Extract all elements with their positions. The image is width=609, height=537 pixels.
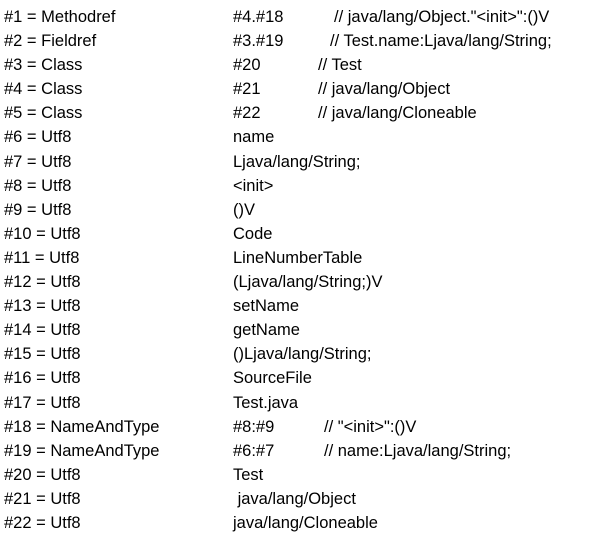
entry-index-type: #3 = Class [4, 56, 83, 75]
entry-index-type: #11 = Utf8 [4, 248, 80, 267]
entry-value: java/lang/Object [233, 489, 356, 508]
constant-pool-entry: #21 = Utf8 java/lang/Object [4, 487, 604, 511]
constant-pool-entry: #4 = Class #21 // java/lang/Object [4, 77, 604, 101]
entry-comment: // name:Ljava/lang/String; [324, 441, 512, 460]
constant-pool-entry: #10 = Utf8 Code [4, 222, 604, 246]
entry-value: <init> [233, 176, 274, 195]
constant-pool-entry: #6 = Utf8 name [4, 125, 604, 149]
entry-value: LineNumberTable [233, 248, 363, 267]
constant-pool-entry: #14 = Utf8 getName [4, 318, 604, 342]
entry-value: Test [233, 465, 264, 484]
entry-index-type: #19 = NameAndType [4, 441, 160, 460]
entry-index-type: #13 = Utf8 [4, 297, 81, 316]
entry-comment: // Test [318, 56, 362, 75]
entry-value: ()V [233, 200, 255, 219]
entry-index-type: #7 = Utf8 [4, 152, 72, 171]
entry-value: #20 [233, 56, 261, 75]
entry-index-type: #12 = Utf8 [4, 273, 81, 292]
entry-index-type: #16 = Utf8 [4, 369, 81, 388]
constant-pool-entry: #18 = NameAndType #8:#9 // "<init>":()V [4, 415, 604, 439]
entry-value: getName [233, 321, 300, 340]
entry-index-type: #1 = Methodref [4, 8, 116, 26]
entry-value: #6:#7 [233, 441, 275, 460]
entry-value: Ljava/lang/String; [233, 152, 361, 171]
entry-index-type: #20 = Utf8 [4, 465, 81, 484]
entry-comment: // "<init>":()V [324, 417, 417, 436]
constant-pool-entry: #9 = Utf8 ()V [4, 198, 604, 222]
constant-pool-entry: #20 = Utf8 Test [4, 463, 604, 487]
entry-value: #4.#18 [233, 8, 284, 26]
entry-comment: // java/lang/Object [318, 80, 451, 99]
constant-pool-entry: #16 = Utf8 SourceFile [4, 366, 604, 390]
entry-value: Test.java [233, 393, 299, 412]
entry-comment: // Test.name:Ljava/lang/String; [330, 32, 552, 51]
entry-value: ()Ljava/lang/String; [233, 345, 372, 364]
entry-index-type: #14 = Utf8 [4, 321, 81, 340]
constant-pool-entry: #1 = Methodref #4.#18 // java/lang/Object.… [4, 5, 604, 29]
constant-pool-entry: #15 = Utf8 ()Ljava/lang/String; [4, 342, 604, 366]
constant-pool-entry: #2 = Fieldref #3.#19 // Test.name:Ljava/la… [4, 29, 604, 53]
constant-pool-entry: #11 = Utf8 LineNumberTable [4, 246, 604, 270]
entry-value: #3.#19 [233, 32, 284, 51]
entry-value: java/lang/Cloneable [233, 513, 378, 532]
entry-comment: // java/lang/Cloneable [318, 104, 477, 123]
entry-index-type: #9 = Utf8 [4, 200, 72, 219]
entry-value: #8:#9 [233, 417, 275, 436]
constant-pool-entry: #22 = Utf8 java/lang/Cloneable [4, 511, 604, 535]
constant-pool-entry: #13 = Utf8 setName [4, 294, 604, 318]
entry-index-type: #2 = Fieldref [4, 32, 97, 51]
entry-index-type: #21 = Utf8 [4, 489, 81, 508]
constant-pool-entry: #5 = Class #22 // java/lang/Cloneable [4, 101, 604, 125]
constant-pool-listing: #1 = Methodref #4.#18 // java/lang/Object.… [4, 5, 604, 535]
entry-value: Code [233, 224, 273, 243]
entry-index-type: #18 = NameAndType [4, 417, 160, 436]
entry-value: (Ljava/lang/String;)V [233, 273, 383, 292]
entry-index-type: #15 = Utf8 [4, 345, 81, 364]
constant-pool-entry: #17 = Utf8 Test.java [4, 391, 604, 415]
constant-pool-entry: #19 = NameAndType #6:#7 // name:Ljava/lang… [4, 439, 604, 463]
constant-pool-entry: #8 = Utf8 <init> [4, 174, 604, 198]
entry-index-type: #8 = Utf8 [4, 176, 72, 195]
entry-index-type: #4 = Class [4, 80, 83, 99]
entry-index-type: #10 = Utf8 [4, 224, 81, 243]
entry-value: name [233, 128, 275, 147]
entry-value: #21 [233, 80, 261, 99]
constant-pool-entry: #12 = Utf8 (Ljava/lang/String;)V [4, 270, 604, 294]
entry-index-type: #22 = Utf8 [4, 513, 81, 532]
entry-value: #22 [233, 104, 261, 123]
entry-comment: // java/lang/Object."<init>":()V [334, 8, 550, 26]
entry-value: SourceFile [233, 369, 312, 388]
entry-index-type: #6 = Utf8 [4, 128, 72, 147]
entry-index-type: #5 = Class [4, 104, 83, 123]
constant-pool-entry: #3 = Class #20 // Test [4, 53, 604, 77]
constant-pool-entry: #7 = Utf8 Ljava/lang/String; [4, 150, 604, 174]
entry-value: setName [233, 297, 300, 316]
entry-index-type: #17 = Utf8 [4, 393, 81, 412]
